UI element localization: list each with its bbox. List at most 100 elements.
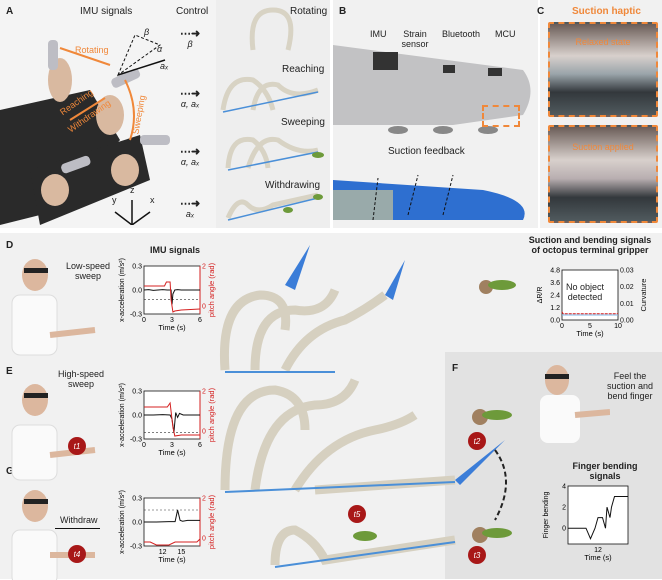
y-tick-label: 0.0: [550, 318, 560, 325]
x-tick-label: 12: [594, 547, 602, 554]
title-line: of octopus terminal gripper: [531, 244, 649, 255]
annotation-line: No object: [565, 282, 605, 292]
y-right-axis-label: pitch angle (rad): [207, 494, 216, 549]
beta-label: β: [144, 27, 150, 37]
series-line--r-r: [561, 311, 618, 315]
y-tick-label: 0.0: [132, 413, 142, 420]
hand-gesture-photo: [0, 34, 170, 225]
plot-frame: [567, 485, 629, 545]
imu-signals-title: IMU signals: [80, 6, 133, 17]
series-line-x-acceleration: [144, 509, 200, 523]
y-tick-label: 0.3: [132, 496, 142, 503]
person-photos: [11, 259, 96, 580]
low-speed-sweep-label: Low-speed sweep: [65, 261, 111, 281]
y-right-tick-label: 0.01: [620, 301, 634, 308]
control-action-withdrawing: Withdrawing: [265, 180, 321, 191]
x-axis-label: Time (s): [158, 448, 186, 457]
y-tick-label: 0.0: [132, 520, 142, 527]
zoom-region-box: [482, 105, 520, 127]
imu-chart-title: IMU signals: [150, 245, 201, 255]
panel-label-a: A: [6, 6, 14, 17]
control-row-rotating: ⋯➜β: [180, 28, 201, 50]
y-right-axis-label: pitch angle (rad): [207, 262, 216, 317]
suction-feedback-label: Suction feedback: [388, 146, 465, 157]
y-tick-label: 2: [562, 505, 566, 512]
octopus-arm-sequence: [219, 245, 505, 568]
y-axis-label: x-acceleration (m/s²): [119, 258, 126, 322]
time-badge-t2: t2: [468, 432, 486, 450]
feel-suction-label: Feel the suction and bend finger: [606, 371, 654, 401]
panel-label-g: G: [6, 466, 14, 477]
y-tick-label: 0.3: [132, 264, 142, 271]
relaxed-state-photo: Relaxed state: [548, 22, 658, 117]
y-axis-label: x-acceleration (m/s²): [119, 490, 126, 554]
y-right-tick-label: 0.02: [620, 284, 634, 291]
y-axis-label: ΔR/R: [537, 287, 544, 304]
y-tick-label: 4: [562, 484, 566, 491]
suction-applied-label: Suction applied: [572, 142, 634, 152]
series-line-pitch-angle: [144, 281, 201, 313]
y-tick-label: 2.4: [550, 293, 560, 300]
x-axis-label: Time (s): [158, 555, 186, 564]
control-action-reaching: Reaching: [282, 64, 325, 75]
x-tick-label: 6: [198, 317, 202, 324]
alpha-label: α: [157, 44, 163, 54]
x-axis-label: Time (s): [158, 323, 186, 332]
y-tick-label: 1.2: [550, 305, 560, 312]
x-tick-label: 5: [588, 323, 592, 330]
y-right-tick-label: 0.03: [620, 268, 634, 275]
x-tick-label: 12: [159, 549, 167, 556]
time-badge-t3: t3: [468, 546, 486, 564]
gripper-transition-photos: [472, 409, 512, 543]
suction-applied-photo: Suction applied: [548, 125, 658, 223]
control-signal: aₓ: [185, 209, 195, 220]
withdraw-arrow-icon: [55, 528, 100, 529]
y-tick-label: 0: [562, 526, 566, 533]
control-list: ⋯➜β ⋯➜α, aₓ ⋯➜α, aₓ ⋯➜aₓ: [180, 24, 330, 224]
component-imu-label: IMU: [370, 29, 387, 39]
panel-label-e: E: [6, 366, 13, 377]
control-action-sweeping: Sweeping: [281, 117, 325, 128]
y-tick-label: -0.3: [130, 544, 142, 551]
control-signal: α, aₓ: [180, 157, 200, 168]
panel-label-c: C: [537, 6, 545, 17]
x-tick-label: 0: [142, 442, 146, 449]
series-line-pitch-angle: [144, 401, 200, 437]
gripper-photo: [479, 280, 516, 294]
y-right-tick-label: 0: [202, 304, 206, 311]
x-tick-label: 15: [177, 549, 185, 556]
axis-z-label: z: [130, 185, 135, 195]
axis-y-label: y: [112, 195, 117, 205]
person-feel-suction-photo: [540, 365, 610, 443]
suction-haptic-title: Suction haptic: [572, 6, 641, 17]
y-axis-label: Finger bending: [543, 492, 550, 539]
series-line-finger-bending: [568, 496, 628, 540]
x-tick-label: 3: [170, 317, 174, 324]
component-mcu-label: MCU: [495, 29, 516, 39]
x-tick-label: 6: [198, 442, 202, 449]
series-line-pitch-angle: [144, 538, 201, 546]
plot-frame: [561, 269, 619, 321]
series-line-x-acceleration: [143, 289, 200, 305]
control-row-withdrawing: ⋯➜aₓ: [180, 198, 201, 220]
x-tick-label: 3: [170, 442, 174, 449]
y-tick-label: 0.3: [132, 389, 142, 396]
component-strain-sensor-label: Strain sensor: [401, 29, 429, 49]
withdraw-label: Withdraw: [60, 515, 98, 525]
y-tick-label: -0.3: [130, 437, 142, 444]
axis-x-label: x: [150, 195, 155, 205]
time-badge-t4: t4: [68, 545, 86, 563]
control-row-reaching: ⋯➜α, aₓ: [180, 88, 201, 110]
control-row-sweeping: ⋯➜α, aₓ: [180, 146, 201, 168]
y-right-tick-label: 2: [202, 264, 206, 271]
x-axis-label: Time (s): [576, 329, 604, 338]
panel-label-b: B: [339, 6, 347, 17]
x-tick-label: 0: [560, 323, 564, 330]
y-tick-label: -0.3: [130, 312, 142, 319]
panel-label-f: F: [452, 363, 459, 374]
